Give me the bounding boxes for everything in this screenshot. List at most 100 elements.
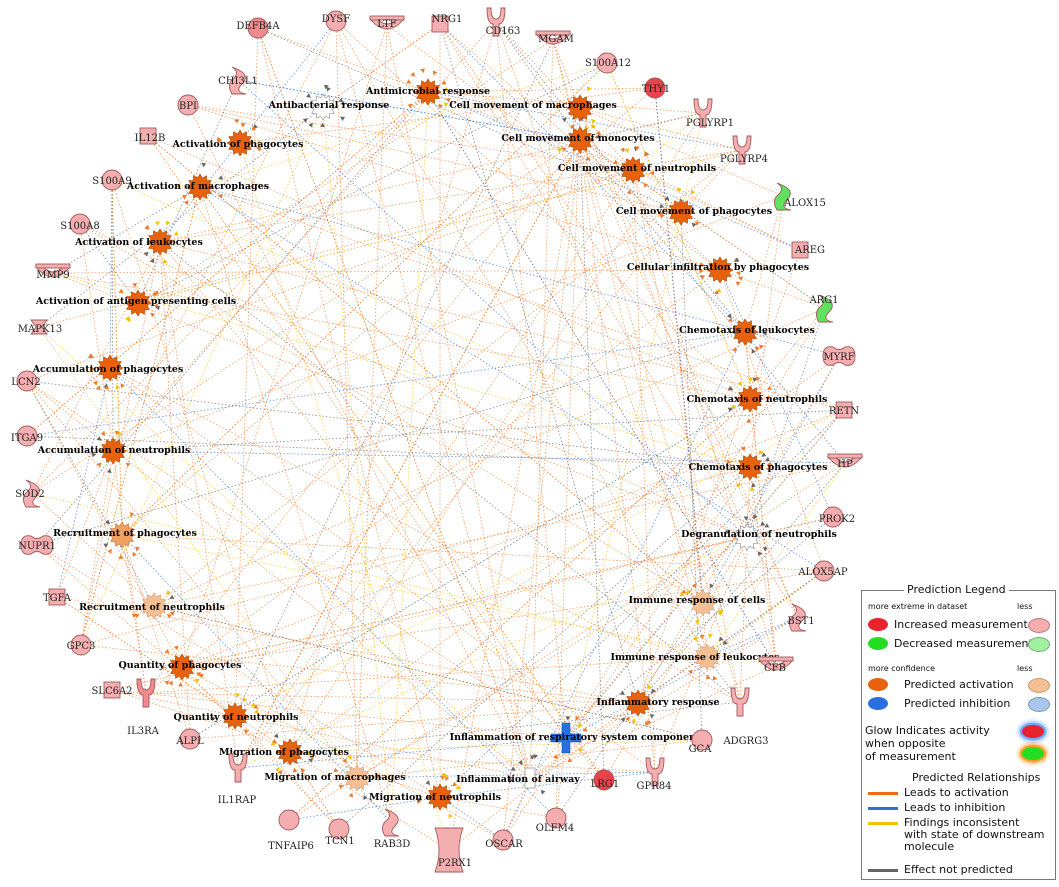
molecule-node-adgrg3[interactable]: ADGRG3	[722, 687, 769, 747]
edge-arrowhead	[746, 418, 752, 423]
molecule-node-lrg1[interactable]: LRG1	[591, 769, 620, 791]
relationship-edge	[181, 24, 388, 668]
molecule-shape	[827, 453, 863, 459]
molecule-node-mapk13[interactable]: MAPK13	[18, 319, 62, 335]
molecule-node-sod2[interactable]: SOD2	[15, 479, 45, 508]
edge-arrowhead	[567, 757, 573, 763]
edge-arrowhead	[625, 716, 630, 722]
function-node-migration-of-phagocytes[interactable]: Migration of phagocytes	[219, 738, 349, 766]
function-node-migration-of-neutrophils[interactable]: Migration of neutrophils	[369, 783, 501, 811]
molecule-node-pglyrp4[interactable]: PGLYRP4	[720, 135, 768, 165]
molecule-node-s100a12[interactable]: S100A12	[585, 52, 631, 74]
molecule-node-nupr1[interactable]: NUPR1	[18, 535, 56, 555]
molecule-node-nrg1[interactable]: NRG1	[431, 14, 463, 33]
molecule-node-alox5ap[interactable]: ALOX5AP	[797, 560, 848, 582]
molecule-node-gca[interactable]: GCA	[689, 729, 713, 755]
function-node-antibacterial-response[interactable]: Antibacterial response	[268, 93, 390, 121]
molecule-node-pglyrp1[interactable]: PGLYRP1	[686, 98, 734, 129]
function-node-quantity-of-neutrophils[interactable]: Quantity of neutrophils	[174, 702, 299, 730]
molecule-node-tnfaip6[interactable]: TNFAIP6	[268, 809, 314, 852]
molecule-node-dysf[interactable]: DYSF	[322, 10, 350, 32]
relationship-edge	[288, 398, 751, 821]
relationship-edge	[606, 62, 751, 400]
molecule-node-ltf[interactable]: LTF	[369, 15, 405, 30]
function-node-chemotaxis-of-neutrophils[interactable]: Chemotaxis of neutrophils	[687, 385, 828, 413]
molecule-node-tgfa[interactable]: TGFA	[43, 588, 72, 606]
edge-arrowhead	[161, 665, 166, 670]
function-node-cell-movement-of-macrophages[interactable]: Cell movement of macrophages	[449, 94, 617, 122]
function-node-migration-of-macrophages[interactable]: Migration of macrophages	[264, 764, 406, 792]
molecule-node-gpc3[interactable]: GPC3	[67, 634, 96, 656]
edge-arrowhead	[443, 102, 449, 107]
function-node-cell-movement-of-monocytes[interactable]: Cell movement of monocytes	[501, 126, 655, 154]
function-node-chemotaxis-of-phagocytes[interactable]: Chemotaxis of phagocytes	[689, 453, 828, 481]
function-node-accumulation-of-neutrophils[interactable]: Accumulation of neutrophils	[37, 437, 191, 465]
molecule-node-chi3l1[interactable]: CHI3L1	[218, 66, 258, 95]
function-node-shape	[276, 738, 304, 766]
function-node-inflammation-of-respiratory-system-component[interactable]: Inflammation of respiratory system compo…	[450, 722, 701, 754]
edge-arrowhead	[737, 381, 742, 387]
function-node-chemotaxis-of-leukocytes[interactable]: Chemotaxis of leukocytes	[679, 318, 815, 346]
molecule-node-s100a8[interactable]: S100A8	[60, 213, 100, 235]
legend-rel-inconsistent: Findings inconsistent with state of down…	[904, 817, 1045, 853]
molecule-node-arg1[interactable]: ARG1	[808, 294, 839, 323]
function-node-immune-response-of-cells[interactable]: Immune response of cells	[629, 589, 766, 617]
molecule-node-il12b[interactable]: IL12B	[135, 127, 166, 145]
function-node-accumulation-of-phagocytes[interactable]: Accumulation of phagocytes	[32, 354, 184, 382]
function-node-activation-of-phagocytes[interactable]: Activation of phagocytes	[172, 129, 304, 157]
function-node-activation-of-antigen-presenting-cells[interactable]: Activation of antigen presenting cells	[35, 289, 236, 317]
molecule-node-label: SOD2	[15, 489, 44, 500]
molecule-node-label: TNFAIP6	[268, 841, 314, 852]
function-node-recruitment-of-neutrophils[interactable]: Recruitment of neutrophils	[79, 592, 225, 620]
function-node-degranulation-of-neutrophils[interactable]: Degranulation of neutrophils	[681, 523, 837, 551]
molecule-node-cd163[interactable]: CD163	[486, 7, 521, 37]
function-node-cell-movement-of-phagocytes[interactable]: Cell movement of phagocytes	[616, 198, 772, 226]
function-node-activation-of-leukocytes[interactable]: Activation of leukocytes	[74, 228, 203, 256]
molecule-node-areg[interactable]: AREG	[791, 241, 825, 259]
molecule-shape	[535, 30, 571, 36]
molecule-node-rab3d[interactable]: RAB3D	[374, 808, 410, 850]
molecule-node-lcn2[interactable]: LCN2	[11, 370, 41, 392]
function-node-cell-movement-of-neutrophils[interactable]: Cell movement of neutrophils	[558, 156, 716, 184]
function-node-cellular-infiltration-by-phagocytes[interactable]: Cellular infiltration by phagocytes	[627, 256, 809, 284]
molecule-node-retn[interactable]: RETN	[829, 401, 859, 419]
molecule-node-gpr84[interactable]: GPR84	[637, 757, 672, 792]
legend-relationships-title: Predicted Relationships	[912, 771, 1041, 784]
relationship-edge	[237, 211, 682, 769]
molecule-node-hp[interactable]: HP	[827, 453, 863, 470]
relationship-edge	[199, 62, 608, 188]
edge-arrowhead	[218, 194, 224, 199]
molecule-node-bst1[interactable]: BST1	[787, 603, 815, 632]
molecule-node-mmp9[interactable]: MMP9	[35, 263, 71, 281]
function-node-quantity-of-phagocytes[interactable]: Quantity of phagocytes	[119, 653, 242, 681]
function-node-recruitment-of-phagocytes[interactable]: Recruitment of phagocytes	[53, 521, 197, 549]
molecule-node-thy1[interactable]: THY1	[642, 77, 670, 99]
molecule-node-myrf[interactable]: MYRF	[822, 346, 856, 366]
molecule-node-alox15[interactable]: ALOX15	[774, 182, 826, 211]
molecule-node-il3ra[interactable]: IL3RA	[127, 678, 160, 737]
molecule-node-oscar[interactable]: OSCAR	[485, 829, 523, 851]
molecule-node-bpi[interactable]: BPI	[177, 94, 199, 116]
function-node-immune-response-of-leukocytes[interactable]: Immune response of leukocytes	[611, 643, 780, 671]
molecule-node-mgam[interactable]: MGAM	[535, 30, 574, 45]
molecule-node-prok2[interactable]: PROK2	[819, 506, 855, 528]
edge-arrowhead	[134, 614, 140, 619]
molecule-node-il1rap[interactable]: IL1RAP	[218, 753, 257, 806]
molecule-node-alpl[interactable]: ALPL	[175, 728, 204, 750]
molecule-node-p2rx1[interactable]: P2RX1	[434, 827, 472, 873]
function-node-inflammation-of-airway[interactable]: Inflammation of airway	[456, 767, 580, 789]
molecule-node-slc6a2[interactable]: SLC6A2	[91, 681, 133, 699]
function-node-inflammatory-response[interactable]: Inflammatory response	[597, 689, 720, 717]
molecule-node-itga9[interactable]: ITGA9	[11, 425, 43, 447]
molecule-node-s100a9[interactable]: S100A9	[92, 169, 132, 191]
function-node-shape	[619, 156, 647, 184]
legend-increased-label: Increased measurement	[894, 618, 1028, 631]
relationship-edge	[502, 466, 751, 841]
molecule-node-olfm4[interactable]: OLFM4	[536, 807, 574, 834]
molecule-node-tcn1[interactable]: TCN1	[325, 818, 355, 847]
function-node-antimicrobial-response[interactable]: Antimicrobial response	[365, 78, 490, 106]
molecule-node-cfb[interactable]: CFB	[758, 656, 794, 674]
function-node-activation-of-macrophages[interactable]: Activation of macrophages	[126, 173, 269, 201]
molecule-node-defb4a[interactable]: DEFB4A	[236, 17, 280, 39]
